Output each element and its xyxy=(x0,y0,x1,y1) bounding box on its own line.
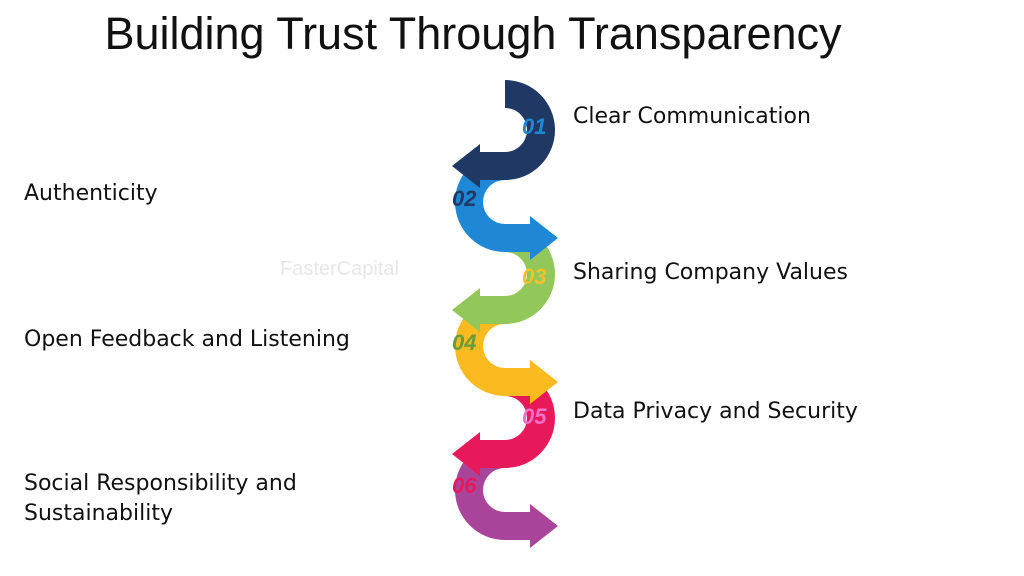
step-3-label: Sharing Company Values xyxy=(573,260,848,285)
step-1-number: 01 xyxy=(522,114,547,139)
step-1-label: Clear Communication xyxy=(573,104,811,129)
step-2-label: Authenticity xyxy=(24,181,158,206)
step-4-number: 04 xyxy=(452,330,477,355)
slide-title: Building Trust Through Transparency xyxy=(104,8,842,59)
step-3-number: 03 xyxy=(522,264,547,289)
step-6-label: Social Responsibility and Sustainability xyxy=(24,471,297,526)
step-6-number: 06 xyxy=(452,473,477,498)
step-4-label: Open Feedback and Listening xyxy=(24,327,350,352)
step-5-label: Data Privacy and Security xyxy=(573,399,858,424)
step-2-number: 02 xyxy=(452,186,477,211)
step-5-number: 05 xyxy=(522,404,547,429)
step-1-arrow xyxy=(452,80,555,188)
watermark: FasterCapital xyxy=(280,258,399,280)
